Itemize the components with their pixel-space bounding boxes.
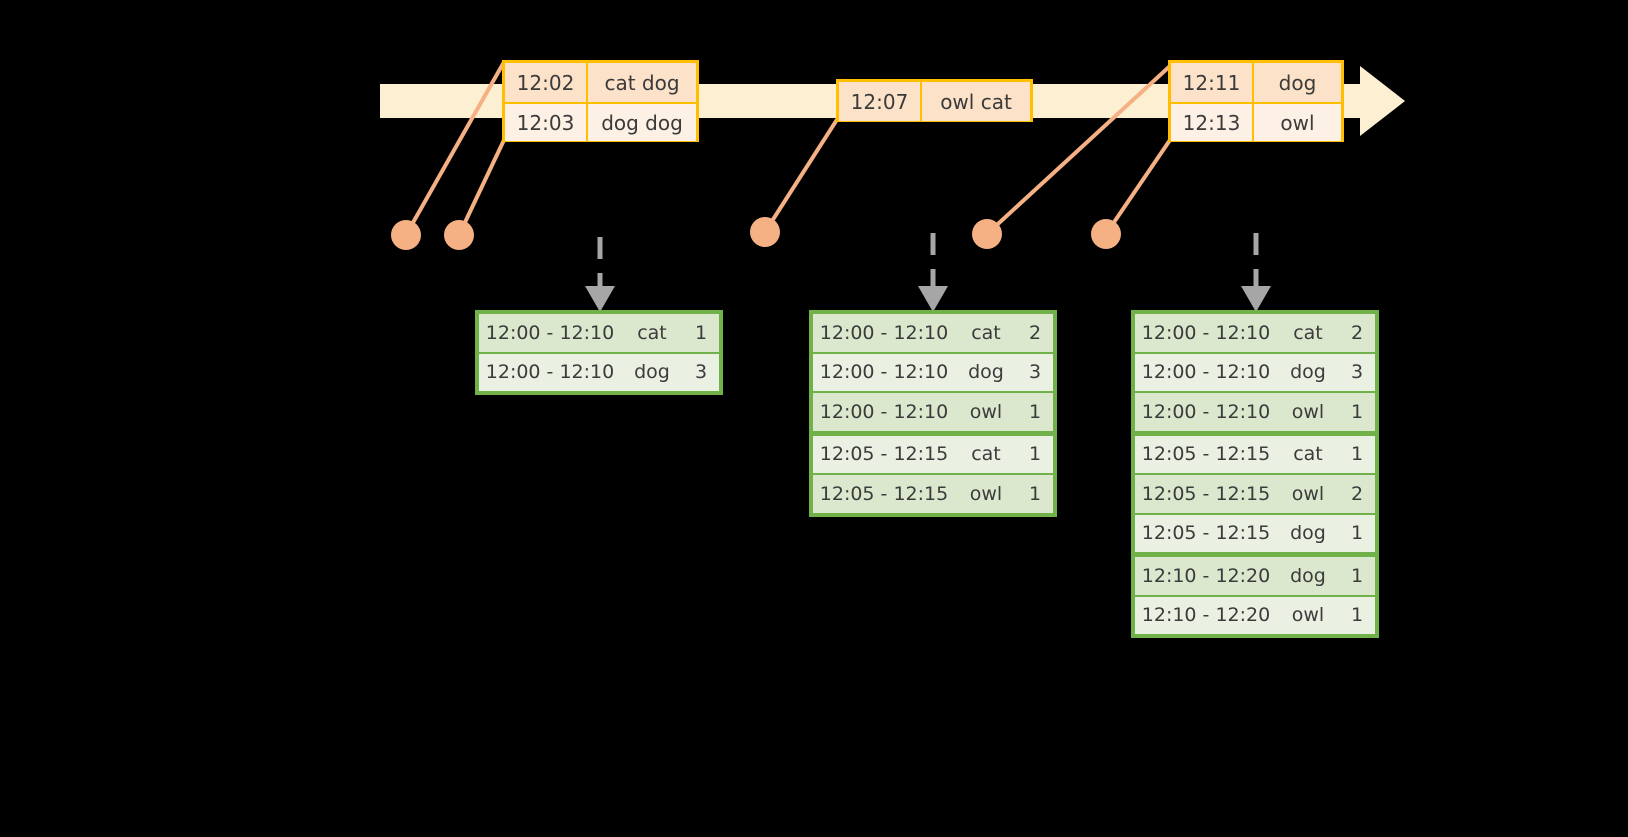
key-cell: owl — [957, 393, 1015, 431]
key-cell: cat — [957, 435, 1015, 473]
window-cell: 12:00 - 12:10 — [479, 353, 621, 391]
connector-dot-2 — [444, 220, 474, 250]
event-time: 12:11 — [1171, 63, 1254, 102]
count-cell: 1 — [1339, 557, 1375, 595]
key-cell: dog — [1279, 353, 1337, 391]
count-cell: 1 — [1017, 393, 1053, 431]
event-time: 12:02 — [505, 63, 588, 102]
event-payload: dog — [1278, 70, 1317, 95]
key-cell: owl — [1279, 596, 1337, 634]
key-cell: cat — [1279, 314, 1337, 352]
event-time: 12:03 — [505, 104, 588, 141]
window-cell: 12:05 - 12:15 — [1135, 475, 1277, 513]
connector-line-5 — [1104, 138, 1172, 236]
event-row[interactable]: 12:13 owl — [1171, 102, 1341, 141]
down-arrow-icon-2 — [918, 233, 948, 312]
event-group-2[interactable]: 12:07 owl cat — [836, 79, 1033, 122]
count-cell: 3 — [1017, 353, 1053, 391]
key-cell: owl — [957, 475, 1015, 513]
count-cell: 2 — [1017, 314, 1053, 352]
event-row[interactable]: 12:02 cat dog — [505, 63, 696, 102]
window-cell: 12:00 - 12:10 — [813, 353, 955, 391]
connector-dot-5 — [1091, 219, 1121, 249]
event-payload: owl — [1280, 110, 1315, 135]
event-time: 12:07 — [839, 82, 922, 121]
window-cell: 12:00 - 12:10 — [813, 393, 955, 431]
key-cell: dog — [623, 353, 681, 391]
connector-dot-1 — [391, 220, 421, 250]
event-row[interactable]: 12:03 dog dog — [505, 102, 696, 141]
window-cell: 12:05 - 12:15 — [1135, 435, 1277, 473]
event-row[interactable]: 12:11 dog — [1171, 63, 1341, 102]
connector-line-3 — [763, 116, 840, 234]
window-cell: 12:05 - 12:15 — [813, 475, 955, 513]
key-cell: owl — [1279, 475, 1337, 513]
count-cell: 1 — [1339, 514, 1375, 552]
window-cell: 12:10 - 12:20 — [1135, 596, 1277, 634]
key-cell: cat — [623, 314, 681, 352]
event-payload: cat dog — [604, 70, 680, 95]
window-cell: 12:05 - 12:15 — [813, 435, 955, 473]
count-cell: 1 — [1339, 435, 1375, 473]
down-arrow-icon-1 — [585, 237, 615, 312]
count-cell: 1 — [1017, 435, 1053, 473]
event-group-3[interactable]: 12:11 dog 12:13 owl — [1168, 60, 1344, 142]
event-payload: owl cat — [940, 89, 1012, 114]
event-row[interactable]: 12:07 owl cat — [839, 82, 1030, 121]
window-cell: 12:05 - 12:15 — [1135, 514, 1277, 552]
key-cell: cat — [1279, 435, 1337, 473]
key-cell: dog — [1279, 557, 1337, 595]
key-cell: dog — [1279, 514, 1337, 552]
count-cell: 3 — [683, 353, 719, 391]
window-cell: 12:00 - 12:10 — [813, 314, 955, 352]
count-cell: 1 — [1339, 393, 1375, 431]
event-time: 12:13 — [1171, 104, 1254, 141]
timeline-arrowhead — [1360, 66, 1405, 136]
event-group-1[interactable]: 12:02 cat dog 12:03 dog dog — [502, 60, 699, 142]
count-cell: 2 — [1339, 475, 1375, 513]
down-arrow-icon-3 — [1241, 233, 1271, 312]
window-cell: 12:00 - 12:10 — [1135, 393, 1277, 431]
connector-line-2 — [457, 139, 506, 236]
window-cell: 12:00 - 12:10 — [1135, 314, 1277, 352]
window-cell: 12:00 - 12:10 — [1135, 353, 1277, 391]
count-cell: 1 — [1017, 475, 1053, 513]
event-payload: dog dog — [601, 110, 683, 135]
connector-line-1 — [404, 61, 506, 236]
key-cell: cat — [957, 314, 1015, 352]
count-cell: 1 — [683, 314, 719, 352]
window-cell: 12:00 - 12:10 — [479, 314, 621, 352]
count-cell: 1 — [1339, 596, 1375, 634]
key-cell: dog — [957, 353, 1015, 391]
count-cell: 3 — [1339, 353, 1375, 391]
window-cell: 12:10 - 12:20 — [1135, 557, 1277, 595]
key-cell: owl — [1279, 393, 1337, 431]
connector-dot-4 — [972, 219, 1002, 249]
count-cell: 2 — [1339, 314, 1375, 352]
connector-dot-3 — [750, 217, 780, 247]
